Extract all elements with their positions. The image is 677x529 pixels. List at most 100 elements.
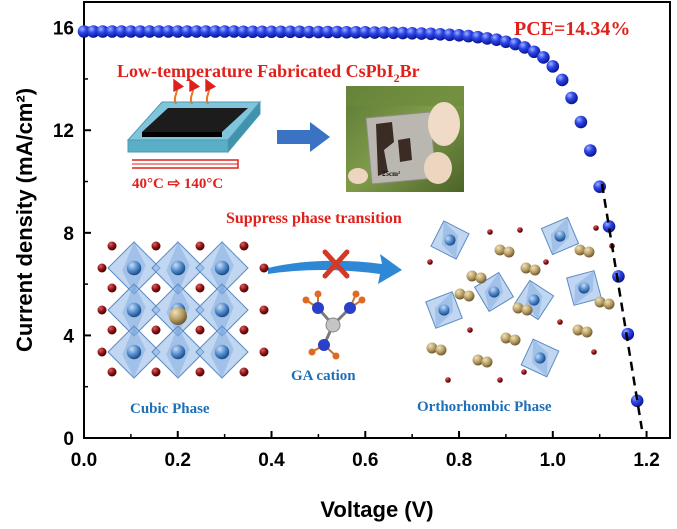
data-point bbox=[143, 25, 156, 38]
data-point bbox=[396, 26, 410, 40]
x-tick-label: 0.8 bbox=[446, 450, 472, 471]
x-tick-label: 0.6 bbox=[352, 450, 378, 471]
data-point bbox=[433, 28, 447, 41]
data-point bbox=[377, 26, 391, 39]
halide-atom bbox=[97, 305, 107, 315]
cs-atom bbox=[169, 307, 187, 325]
halide-atom bbox=[557, 319, 563, 325]
data-point bbox=[302, 25, 316, 39]
y-tick-label: 0 bbox=[63, 429, 74, 450]
octahedron bbox=[195, 241, 249, 295]
halide-atom bbox=[591, 349, 597, 355]
transition-arrow bbox=[268, 254, 402, 284]
data-point bbox=[162, 25, 175, 38]
halide-atom bbox=[445, 377, 451, 383]
data-point bbox=[415, 27, 428, 40]
data-point bbox=[471, 30, 485, 44]
orthorhombic-phase-label: Orthorhombic Phase bbox=[417, 399, 552, 415]
halide-atom bbox=[107, 283, 117, 293]
data-point bbox=[208, 25, 222, 38]
halide-atom bbox=[195, 241, 205, 251]
octahedron bbox=[195, 283, 249, 337]
cs-atom bbox=[572, 324, 584, 336]
halide-atom bbox=[467, 327, 473, 333]
cs-atom bbox=[466, 270, 478, 282]
cs-atom bbox=[581, 326, 593, 338]
halide-atom bbox=[543, 259, 549, 265]
data-point bbox=[77, 25, 91, 38]
octahedron bbox=[566, 270, 602, 306]
fit-line bbox=[600, 183, 644, 430]
halide-atom bbox=[151, 367, 161, 377]
x-tick-label: 1.2 bbox=[633, 450, 659, 471]
process-arrow bbox=[277, 122, 330, 152]
cs-atom bbox=[435, 344, 447, 356]
halide-atom bbox=[427, 259, 433, 265]
data-point bbox=[255, 25, 269, 39]
x-axis-title: Voltage (V) bbox=[320, 497, 433, 522]
halide-atom bbox=[487, 229, 493, 235]
data-point bbox=[527, 45, 541, 59]
ga-cation-molecule bbox=[302, 290, 366, 360]
data-point bbox=[265, 25, 278, 39]
octahedron bbox=[151, 325, 205, 379]
data-point bbox=[340, 25, 353, 39]
cs-atom bbox=[503, 246, 515, 258]
data-point bbox=[96, 25, 110, 38]
halide-atom bbox=[259, 305, 269, 315]
data-point bbox=[330, 25, 344, 39]
data-point bbox=[124, 25, 138, 38]
octahedron bbox=[425, 291, 463, 329]
data-point bbox=[349, 25, 363, 39]
data-point bbox=[283, 25, 297, 39]
blocked-cross-icon bbox=[322, 249, 350, 279]
data-point bbox=[180, 25, 194, 38]
x-tick-label: 0.2 bbox=[165, 450, 191, 471]
data-point bbox=[405, 26, 419, 40]
data-point bbox=[452, 29, 466, 42]
data-point bbox=[518, 41, 531, 54]
cubic-phase-lattice bbox=[97, 241, 269, 379]
data-point bbox=[574, 115, 588, 129]
data-point bbox=[274, 25, 288, 39]
x-tick-label: 1.0 bbox=[540, 450, 566, 471]
fabrication-title: Low-temperature Fabricated CsPbI2Br bbox=[117, 61, 420, 85]
data-point bbox=[237, 25, 250, 39]
cs-atom bbox=[481, 356, 493, 368]
cs-atom bbox=[475, 272, 487, 284]
data-point bbox=[227, 25, 241, 38]
data-point bbox=[133, 25, 147, 38]
x-tick-label: 0.0 bbox=[71, 450, 97, 471]
data-point bbox=[218, 25, 231, 38]
halide-atom bbox=[497, 377, 503, 383]
jv-data-series bbox=[77, 25, 644, 408]
data-point bbox=[368, 26, 381, 39]
data-point bbox=[312, 25, 325, 39]
cs-atom bbox=[574, 244, 586, 256]
octahedron bbox=[195, 325, 249, 379]
data-point bbox=[565, 91, 578, 105]
data-point bbox=[199, 25, 213, 38]
cs-atom bbox=[529, 264, 541, 276]
data-point bbox=[115, 25, 128, 38]
cs-atom bbox=[426, 342, 438, 354]
halide-atom bbox=[97, 263, 107, 273]
cs-atom bbox=[494, 244, 506, 256]
halide-atom bbox=[239, 283, 249, 293]
data-point bbox=[490, 33, 503, 47]
data-point bbox=[171, 25, 185, 38]
halide-atom bbox=[195, 367, 205, 377]
cs-atom bbox=[603, 298, 615, 310]
data-point bbox=[424, 27, 438, 41]
cs-atom bbox=[521, 304, 533, 316]
data-point bbox=[602, 220, 616, 233]
data-point bbox=[630, 394, 644, 408]
octahedron bbox=[540, 216, 580, 256]
halide-atom bbox=[259, 347, 269, 357]
halide-atom bbox=[151, 283, 161, 293]
octahedron bbox=[107, 283, 161, 337]
octahedron bbox=[520, 338, 560, 378]
data-point bbox=[443, 28, 456, 42]
halide-atom bbox=[593, 225, 599, 231]
data-point bbox=[293, 25, 306, 39]
